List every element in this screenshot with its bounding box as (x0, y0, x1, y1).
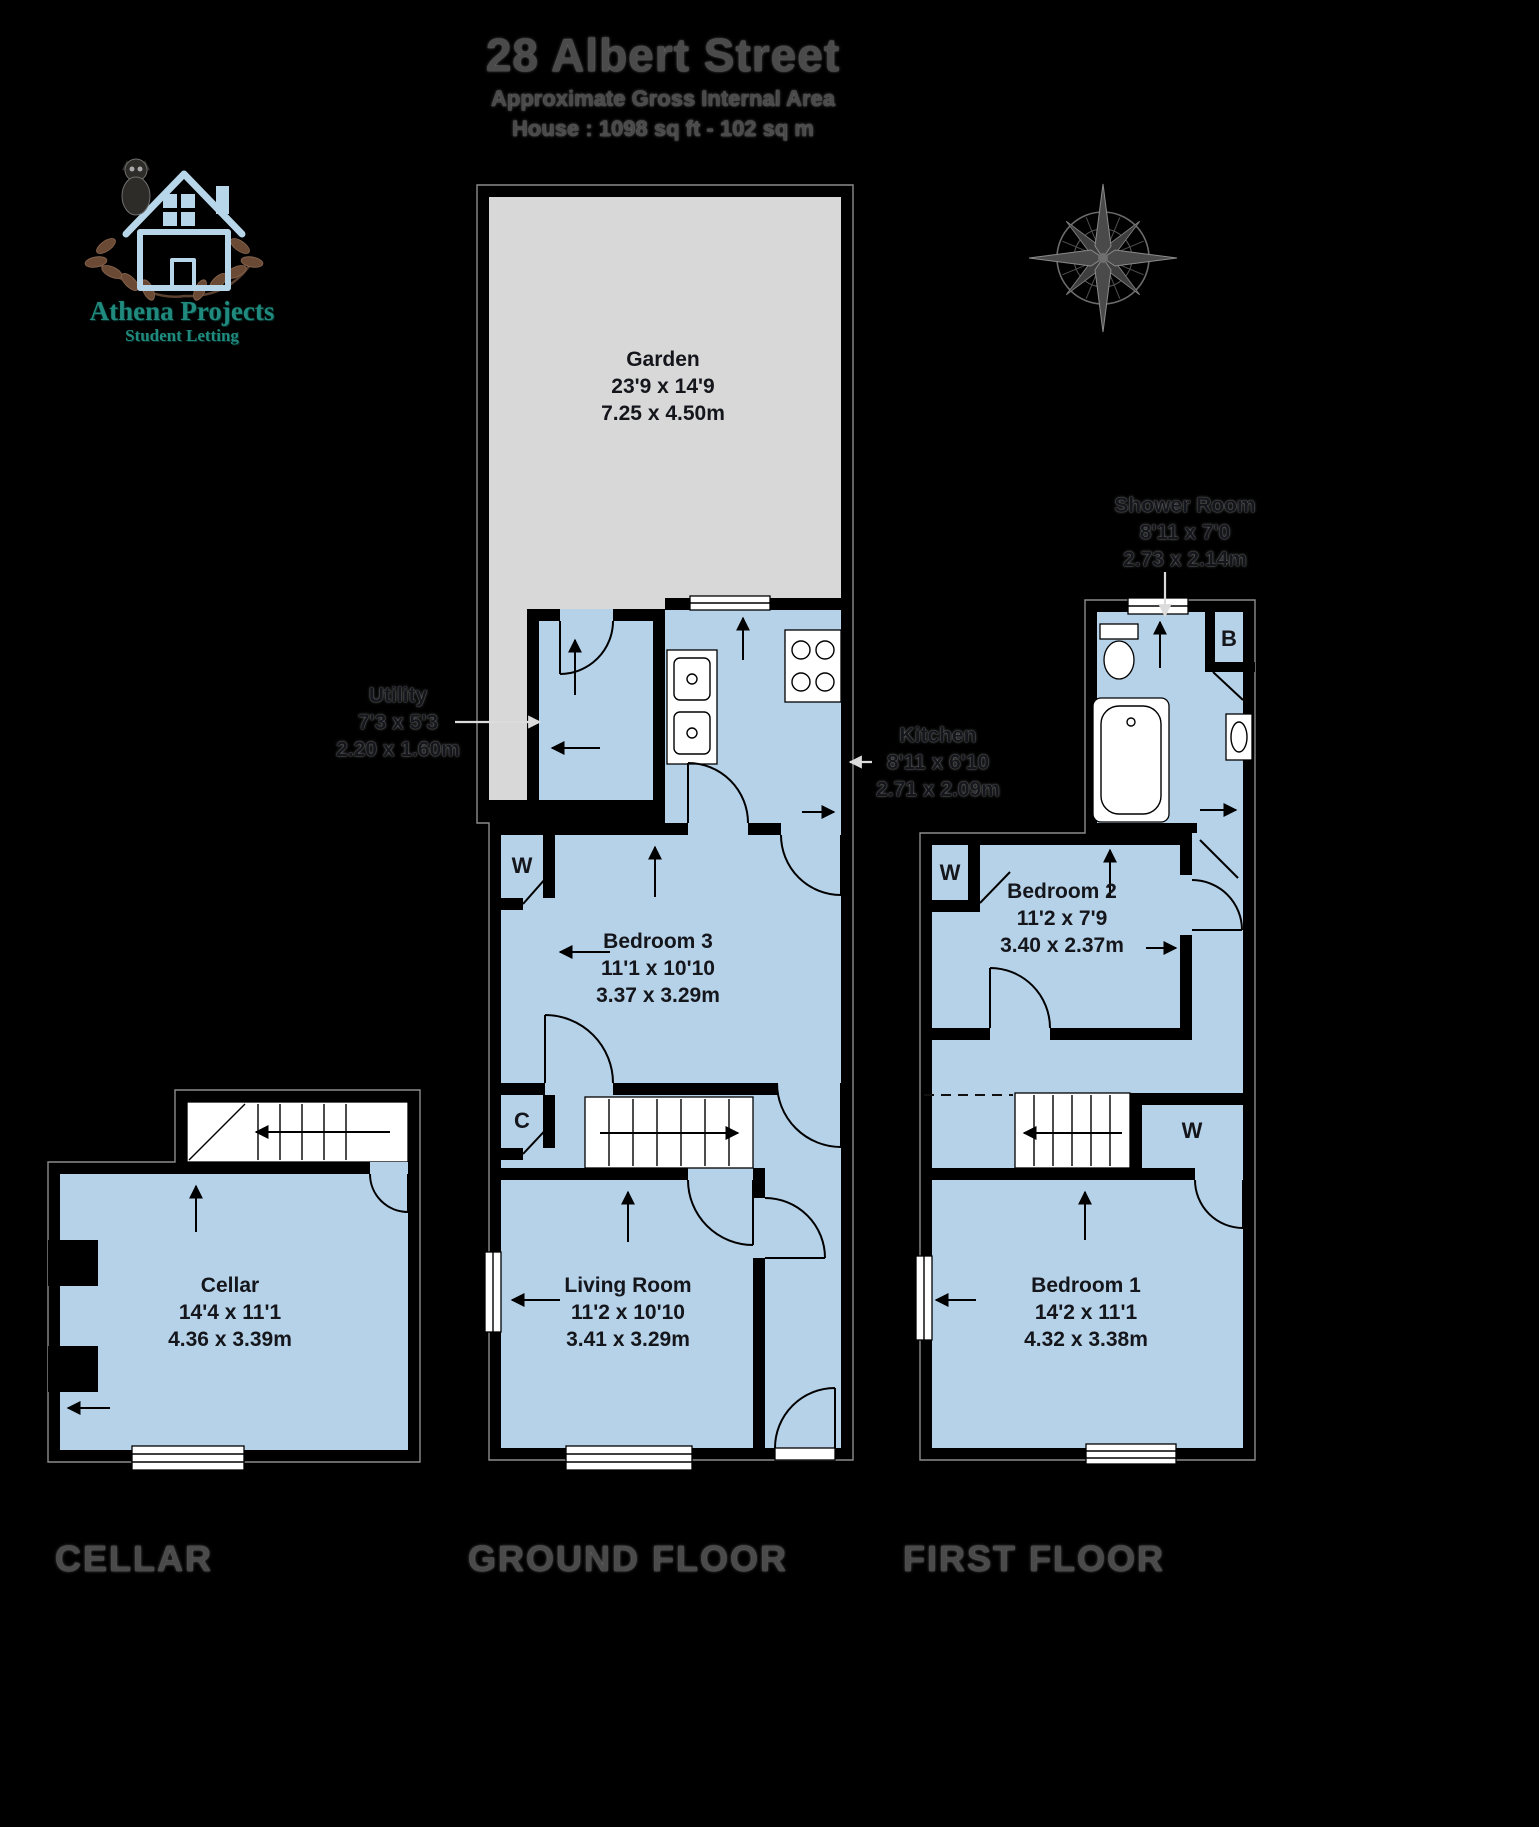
logo-tagline: Student Letting (125, 326, 239, 345)
garden-metric: 7.25 x 4.50m (601, 402, 725, 425)
ground-windows (484, 595, 836, 1471)
garden-imperial: 23'9 x 14'9 (611, 375, 715, 398)
subtitle-area: Approximate Gross Internal Area (491, 86, 835, 111)
ground-doors (544, 620, 842, 1449)
ground-stairs (584, 1096, 754, 1169)
first-floor-label: FIRST FLOOR (903, 1538, 1165, 1579)
living-room-metric: 3.41 x 3.29m (566, 1328, 690, 1351)
first-stairs (1014, 1092, 1131, 1169)
logo-name: Athena Projects (89, 296, 275, 326)
cellar-stairs (186, 1101, 409, 1163)
utility-name: Utility (368, 684, 428, 707)
hob-icon (784, 629, 842, 703)
shower-room-metric: 2.73 x 2.14m (1123, 548, 1247, 571)
ground-floor-label: GROUND FLOOR (468, 1538, 788, 1579)
garden-name: Garden (626, 348, 700, 371)
cellar-room-area (60, 1174, 408, 1450)
first-wardrobe-left-label: W (939, 860, 961, 885)
bedroom3-label: Bedroom 3 11'1 x 10'10 3.37 x 3.29m (596, 928, 720, 1009)
kitchen-label: Kitchen 8'11 x 6'10 2.71 x 2.09m (876, 722, 1000, 803)
ground-floor-plan (476, 184, 854, 1471)
kitchen-imperial: 8'11 x 6'10 (886, 751, 990, 774)
toilet-icon (1099, 623, 1139, 680)
bathtub-icon (1092, 697, 1170, 823)
subtitle-size: House : 1098 sq ft - 102 sq m (512, 116, 814, 141)
living-room-imperial: 11'2 x 10'10 (571, 1301, 685, 1324)
first-wardrobe-left-closet (932, 845, 1011, 912)
utility-metric: 2.20 x 1.60m (336, 738, 460, 761)
shower-room-imperial: 8'11 x 7'0 (1139, 521, 1231, 544)
boiler-closet (1205, 612, 1255, 701)
bedroom2-label: Bedroom 2 11'2 x 7'9 3.40 x 2.37m (1000, 878, 1124, 959)
bedroom1-room (932, 1180, 1243, 1448)
shower-room-label: Shower Room 8'11 x 7'0 2.73 x 2.14m (1114, 492, 1255, 573)
cellar-name: Cellar (200, 1274, 260, 1297)
kitchen-metric: 2.71 x 2.09m (876, 778, 1000, 801)
bedroom2-name: Bedroom 2 (1007, 880, 1117, 903)
boiler-label: B (1221, 626, 1237, 651)
bedroom2-imperial: 11'2 x 7'9 (1016, 907, 1108, 930)
first-doors (989, 839, 1244, 1229)
cellar-label: Cellar 14'4 x 11'1 4.36 x 3.39m (168, 1272, 292, 1353)
bedroom2-metric: 3.40 x 2.37m (1000, 934, 1124, 957)
page-title: 28 Albert Street (485, 29, 841, 81)
utility-imperial: 7'3 x 5'3 (357, 711, 439, 734)
first-wardrobe-right-label: W (1181, 1118, 1203, 1143)
callout-arrows (455, 572, 1172, 769)
bedroom1-metric: 4.32 x 3.38m (1024, 1328, 1148, 1351)
ground-wardrobe-label: W (511, 853, 533, 878)
bedroom3-imperial: 11'1 x 10'10 (601, 957, 715, 980)
hallway (765, 1095, 841, 1448)
bedroom1-imperial: 14'2 x 11'1 (1034, 1301, 1138, 1324)
garden-label: Garden 23'9 x 14'9 7.25 x 4.50m (601, 346, 725, 427)
first-floor-plan (915, 597, 1256, 1465)
bedroom3-metric: 3.37 x 3.29m (596, 984, 720, 1007)
cellar-windows (131, 1445, 245, 1471)
bedroom1-label: Bedroom 1 14'2 x 11'1 4.32 x 3.38m (1024, 1272, 1148, 1353)
first-windows (915, 597, 1189, 1465)
ground-dimension-arrows (510, 616, 836, 1307)
cellar-metric: 4.36 x 3.39m (168, 1328, 292, 1351)
cellar-floor-label: CELLAR (55, 1538, 213, 1579)
kitchen-name: Kitchen (899, 724, 977, 747)
bedroom1-name: Bedroom 1 (1031, 1274, 1141, 1297)
ground-cupboard-label: C (514, 1108, 530, 1133)
cellar-door (369, 1173, 409, 1213)
logo-graphic (84, 158, 264, 301)
kitchen-sink-icon (666, 649, 718, 765)
living-room-label: Living Room 11'2 x 10'10 3.41 x 3.29m (564, 1272, 691, 1353)
ground-wardrobe-closet (501, 835, 555, 910)
cellar-dimension-arrows (66, 1184, 203, 1415)
cellar-plan (47, 1089, 421, 1471)
bedroom3-name: Bedroom 3 (603, 930, 713, 953)
utility-room (539, 621, 653, 800)
first-wardrobe-right-closet (1130, 1093, 1243, 1168)
basin-icon (1225, 713, 1253, 761)
chimney-breast (48, 1346, 98, 1392)
header: 28 Albert Street Approximate Gross Inter… (363, 28, 963, 142)
owl-icon (121, 158, 151, 216)
chimney-breast (48, 1240, 98, 1286)
garden-area (489, 197, 841, 800)
house-icon (122, 170, 246, 291)
living-room-name: Living Room (564, 1274, 692, 1297)
cellar-imperial: 14'4 x 11'1 (178, 1301, 282, 1324)
shower-room-name: Shower Room (1114, 494, 1256, 517)
utility-label: Utility 7'3 x 5'3 2.20 x 1.60m (336, 682, 460, 763)
bedroom3-room (501, 835, 841, 1083)
first-dimension-arrows (934, 620, 1238, 1307)
compass-rose-icon (1028, 183, 1178, 333)
ground-cupboard-closet (501, 1095, 555, 1160)
